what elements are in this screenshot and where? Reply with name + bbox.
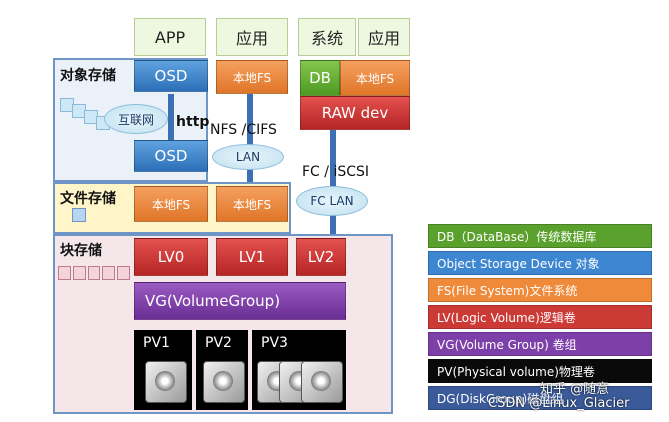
file-storage-title: 文件存储 bbox=[60, 191, 116, 207]
http-arrow bbox=[168, 94, 174, 140]
csdn-watermark: CSDN @Linux_Glacier bbox=[488, 396, 630, 411]
legend-item-db: DB（DataBase）传统数据库 bbox=[428, 224, 652, 248]
local-fs-top: 本地FS bbox=[216, 60, 288, 94]
block-storage-title: 块存储 bbox=[60, 243, 102, 259]
hard-disk-icon bbox=[301, 361, 343, 403]
fc-iscsi-label: FC / iSCSI bbox=[302, 164, 370, 180]
nfs-arrow bbox=[247, 94, 253, 186]
top-label-system: 系统 bbox=[298, 18, 356, 56]
lv1-block: LV1 bbox=[216, 238, 288, 276]
pv1-label: PV1 bbox=[143, 335, 170, 351]
pv2-label: PV2 bbox=[205, 335, 232, 351]
pv1-block: PV1 bbox=[134, 330, 192, 410]
fc-lan-ellipse: FC LAN bbox=[296, 186, 368, 216]
pv3-block: PV3 bbox=[252, 330, 346, 410]
top-label-application-1: 应用 bbox=[216, 18, 288, 56]
legend-item-lv: LV(Logic Volume)逻辑卷 bbox=[428, 305, 652, 329]
internet-cloud: 互联网 bbox=[104, 104, 168, 134]
disk-array-icon bbox=[58, 266, 130, 280]
raw-dev-block: RAW dev bbox=[300, 96, 410, 130]
legend-item-pv: PV(Physical volume)物理卷 bbox=[428, 359, 652, 383]
lv0-block: LV0 bbox=[134, 238, 208, 276]
file-server-icon bbox=[72, 208, 86, 222]
legend-item-osd: Object Storage Device 对象 bbox=[428, 251, 652, 275]
fc-arrow bbox=[330, 130, 336, 234]
local-fs-file-2: 本地FS bbox=[216, 186, 288, 222]
osd-block-bottom: OSD bbox=[134, 140, 208, 172]
legend-item-vg: VG(Volume Group) 卷组 bbox=[428, 332, 652, 356]
osd-block-top: OSD bbox=[134, 60, 208, 92]
pv2-block: PV2 bbox=[196, 330, 248, 410]
top-label-application-2: 应用 bbox=[358, 18, 410, 56]
http-label: http bbox=[176, 114, 210, 130]
pv3-label: PV3 bbox=[261, 335, 288, 351]
local-fs-file-1: 本地FS bbox=[134, 186, 208, 222]
legend: DB（DataBase）传统数据库 Object Storage Device … bbox=[428, 224, 652, 410]
object-storage-title: 对象存储 bbox=[60, 68, 116, 84]
local-fs-db: 本地FS bbox=[340, 60, 410, 96]
vg-block: VG(VolumeGroup) bbox=[134, 282, 346, 320]
nfs-cifs-label: NFS /CIFS bbox=[210, 122, 277, 138]
hard-disk-icon bbox=[145, 361, 187, 403]
legend-item-dg: DG(DiskGroup)磁盘组 bbox=[428, 386, 652, 410]
lan-ellipse: LAN bbox=[212, 144, 284, 170]
legend-item-fs: FS(File System)文件系统 bbox=[428, 278, 652, 302]
zhihu-watermark: 知乎 @随意 bbox=[540, 382, 610, 397]
db-block: DB bbox=[300, 60, 340, 96]
top-label-app: APP bbox=[134, 18, 206, 56]
hard-disk-icon bbox=[203, 361, 245, 403]
lv2-block: LV2 bbox=[296, 238, 346, 276]
